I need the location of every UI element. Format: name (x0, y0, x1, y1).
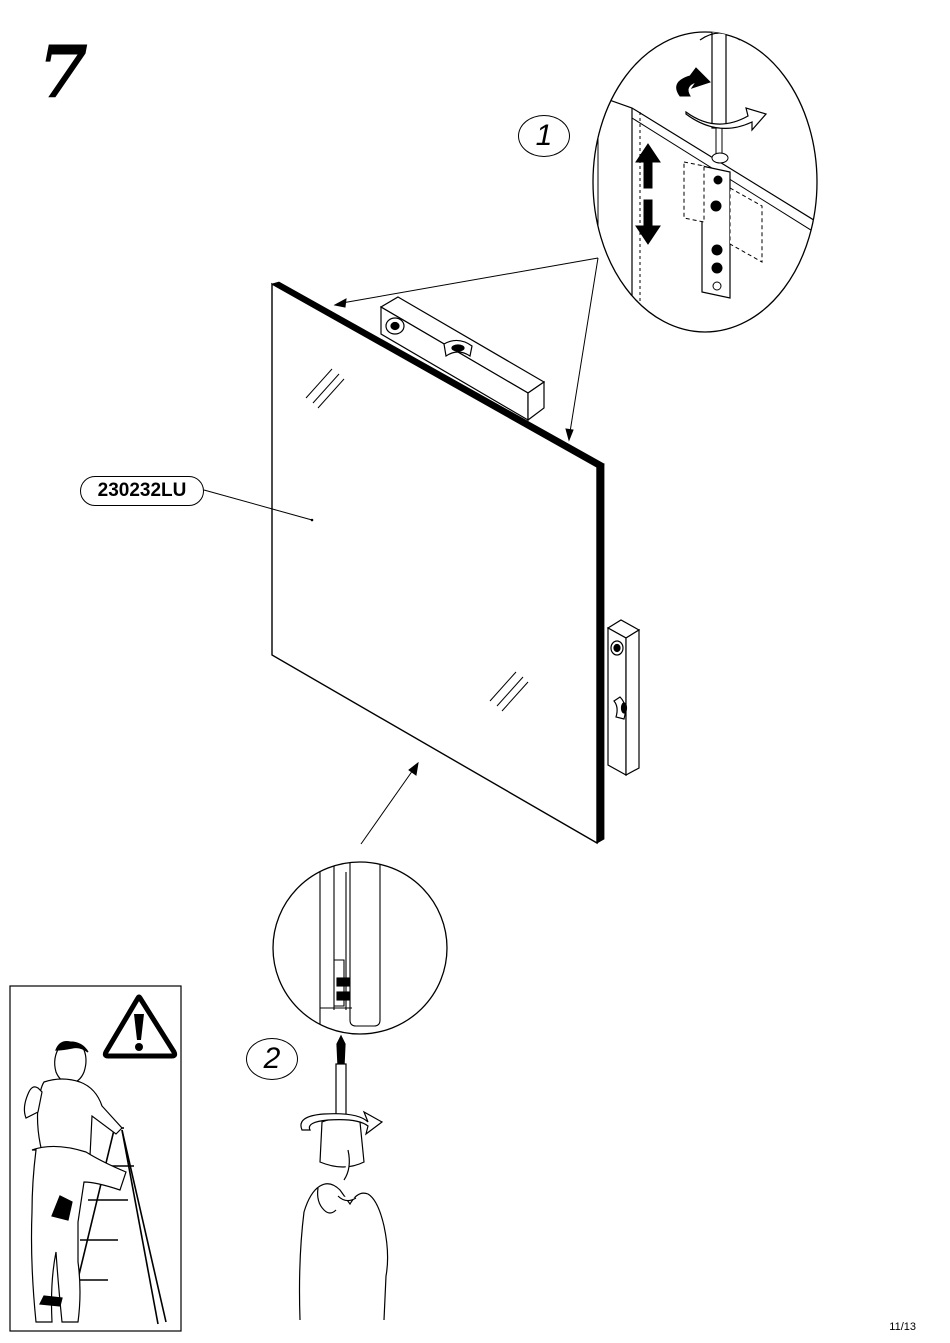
screwdriver-hand (300, 1036, 388, 1320)
spirit-level-vertical (608, 620, 639, 775)
substep-2-badge: 2 (246, 1038, 298, 1080)
hinge-adjust-detail (593, 28, 830, 340)
step-number: 7 (38, 36, 88, 108)
page-number: 11/13 (889, 1321, 916, 1333)
safety-warning-panel (10, 986, 181, 1331)
callout-arrow-bottom (361, 763, 418, 844)
side-adjust-detail (273, 860, 447, 1040)
part-code-label: 230232LU (80, 476, 204, 506)
substep-1-badge: 1 (518, 115, 570, 157)
